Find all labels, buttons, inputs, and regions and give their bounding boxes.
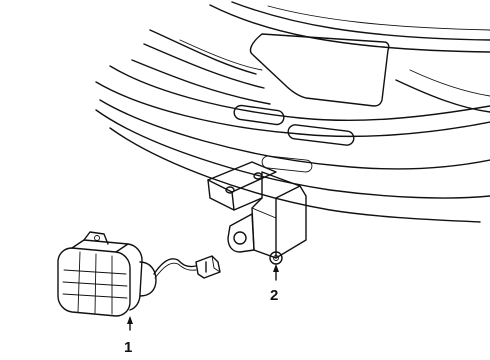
fog-lamp-tab-hole — [94, 235, 100, 241]
license-plate-panel — [249, 33, 390, 107]
lens-rib-1 — [63, 269, 127, 275]
hood-line-3 — [267, 5, 490, 31]
callout-2-arrowhead — [273, 264, 279, 272]
callout-2-label: 2 — [270, 287, 278, 304]
housing-edge — [115, 243, 129, 253]
bumper-vent-right — [287, 124, 355, 146]
bumper-upper-edge — [95, 81, 301, 135]
bracket-flange-side — [207, 179, 235, 211]
wire-connector — [195, 255, 221, 279]
grille-slat-3 — [131, 59, 271, 105]
callout-1-arrowhead — [127, 316, 133, 324]
lens-rib-2 — [62, 281, 128, 287]
body-panel-line-2 — [409, 69, 490, 97]
grille-slat-1 — [149, 29, 257, 75]
bracket-flange-edge — [233, 197, 263, 211]
fog-lamp — [57, 231, 221, 317]
bulb-socket — [139, 261, 157, 297]
callout-1: 1 — [124, 316, 133, 356]
car-front-fascia — [95, 1, 490, 223]
fog-lamp-lens — [57, 247, 131, 317]
bracket-body-edge — [275, 185, 301, 259]
lens-rib-v2 — [94, 253, 97, 314]
bracket-body — [251, 171, 307, 259]
callout-2: 2 — [270, 264, 279, 304]
bumper-lower-slot — [261, 155, 313, 173]
bumper-vent-left — [233, 104, 285, 126]
fog-lamp-tab — [83, 231, 109, 245]
bracket-upper-flange — [207, 161, 277, 193]
bracket-hole-1 — [225, 186, 235, 194]
hood-line-2 — [231, 1, 490, 41]
bumper-contour-4 — [95, 109, 490, 199]
bracket-stud-center — [273, 255, 279, 261]
bracket-body-crease — [251, 207, 277, 219]
grille-slat-5 — [109, 65, 301, 119]
lamp-wire-2 — [154, 262, 197, 279]
lens-rib-v1 — [77, 251, 81, 313]
grille-slat-4 — [179, 39, 263, 71]
fog-lamp-housing — [71, 239, 143, 311]
bracket-ear-hole — [233, 231, 247, 245]
bumper-contour-1 — [299, 105, 490, 122]
body-panel-line — [395, 79, 490, 113]
wire-connector-edge — [211, 255, 221, 273]
mounting-bracket — [207, 161, 307, 265]
bumper-contour-2 — [299, 121, 490, 138]
bumper-lower-edge — [109, 127, 481, 223]
callout-1-label: 1 — [124, 339, 132, 356]
lamp-wire — [153, 258, 197, 275]
grille-slat-2 — [143, 43, 265, 89]
bumper-contour-3 — [99, 99, 490, 170]
bracket-ear — [227, 213, 255, 253]
